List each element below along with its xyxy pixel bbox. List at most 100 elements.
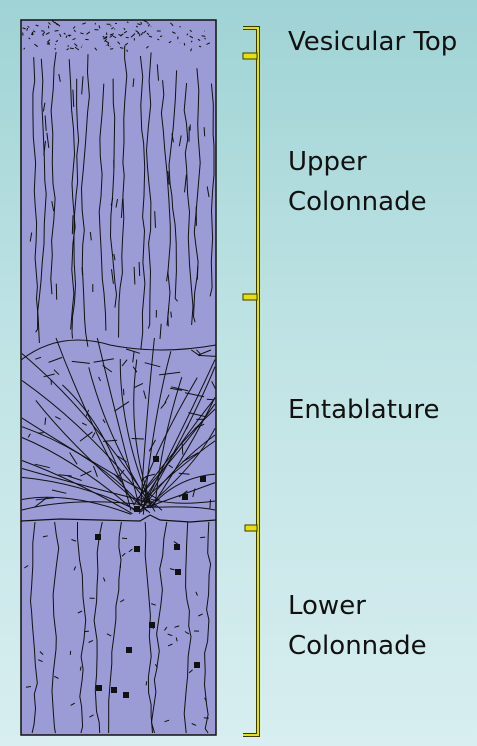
upper-fracture <box>35 58 47 333</box>
upper-fracture <box>109 78 118 308</box>
upper-fracture-short <box>58 73 61 82</box>
entablature-fracture-short <box>93 465 98 477</box>
entablature-fracture <box>155 377 183 499</box>
entablature-fracture-short <box>113 473 122 483</box>
entablature-fracture-short <box>58 474 72 477</box>
upper-fracture-short <box>115 199 118 208</box>
vesicular-mark <box>27 25 30 28</box>
entablature-fracture <box>140 440 216 504</box>
lower-fracture-short <box>175 637 178 642</box>
vesicular-mark <box>72 26 76 29</box>
upper-fracture <box>80 54 90 347</box>
entablature-fracture-short <box>37 432 44 434</box>
vesicle-square <box>153 456 159 462</box>
entablature-fracture <box>21 460 133 515</box>
entablature-fracture-short <box>121 359 128 367</box>
upper-fracture-short <box>206 186 210 198</box>
lower-fracture-short <box>154 663 158 669</box>
label-upper-colonnade: Upper Colonnade <box>288 142 427 222</box>
lower-fracture-short <box>164 626 168 631</box>
upper-fracture <box>71 78 80 339</box>
entablature-fracture-short <box>53 369 60 376</box>
vesicular-mark <box>51 19 56 24</box>
vesicle-square <box>111 687 117 693</box>
vesicle-square <box>149 622 155 628</box>
lower-fracture-short <box>145 681 148 686</box>
upper-fracture-short <box>170 311 172 318</box>
entablature-fracture-short <box>117 469 125 479</box>
vesicular-mark <box>72 37 76 41</box>
upper-fracture-short <box>156 64 159 81</box>
lower-fracture-short <box>79 666 82 671</box>
lower-fracture-short <box>191 723 197 726</box>
vesicle-markers <box>95 456 206 698</box>
label-upper-line1: Upper <box>288 147 367 177</box>
upper-fracture-short <box>203 127 206 137</box>
entablature-fracture-short <box>125 348 141 354</box>
vesicular-mark <box>86 31 91 35</box>
upper-fracture-short <box>110 198 114 206</box>
vesicle-square <box>175 569 181 575</box>
lower-fracture-short <box>70 702 76 706</box>
vesicular-mark <box>198 45 202 48</box>
vesicular-mark <box>190 48 192 52</box>
vesicular-mark <box>107 43 109 47</box>
vesicular-mark <box>32 30 36 33</box>
vesicular-mark <box>73 29 76 33</box>
entablature-fracture-short <box>206 398 214 401</box>
vesicular-mark <box>112 35 117 39</box>
entablature-fracture-short <box>164 394 170 403</box>
vesicular-mark <box>55 39 59 43</box>
entablature-fracture-short <box>91 432 96 438</box>
entablature-fracture-short <box>211 381 216 389</box>
vesicle-square <box>126 647 132 653</box>
entablature-fracture-short <box>192 488 196 498</box>
lower-fracture <box>144 521 153 734</box>
entablature-lower-contact <box>20 514 217 523</box>
lower-fracture-short <box>37 659 43 663</box>
entablature-fracture-short <box>43 373 55 378</box>
vesicular-mark <box>22 27 26 30</box>
entablature-fracture-short <box>35 356 42 360</box>
entablature-fracture-short <box>148 439 156 452</box>
entablature-fracture-short <box>27 433 31 438</box>
entablature-fracture <box>151 397 216 508</box>
vesicular-mark <box>124 42 129 46</box>
vesicular-mark <box>159 35 163 38</box>
entablature-fracture <box>21 496 132 515</box>
upper-fracture <box>168 70 178 302</box>
vesicular-mark <box>48 22 51 25</box>
entablature-fracture <box>150 498 216 504</box>
label-vesicular-top: Vesicular Top <box>288 22 457 62</box>
vesicular-mark <box>206 42 211 45</box>
entablature-fracture <box>140 337 155 502</box>
upper-fracture <box>145 52 152 329</box>
lower-fracture-short <box>164 719 170 723</box>
upper-fracture-short <box>111 269 114 284</box>
entablature-fracture-short <box>133 382 144 389</box>
upper-fracture <box>98 83 107 331</box>
upper-fracture <box>68 59 76 330</box>
vesicular-mark <box>197 38 201 41</box>
label-lower-colonnade: Lower Colonnade <box>288 586 427 666</box>
lower-fracture-short <box>119 599 125 603</box>
entablature-fracture-short <box>103 439 118 442</box>
entablature-fracture-short <box>67 475 82 481</box>
lower-fracture-short <box>73 566 77 571</box>
vesicular-mark <box>148 35 153 38</box>
entablature-fracture-short <box>190 349 201 357</box>
upper-fracture <box>32 57 40 344</box>
vesicular-mark <box>65 35 68 38</box>
entablature-fracture <box>21 380 145 500</box>
lower-fracture-short <box>102 577 106 582</box>
vesicular-mark <box>143 19 148 23</box>
vesicular-mark <box>104 38 107 42</box>
lower-fracture <box>108 521 122 734</box>
lower-fracture-short <box>71 539 77 542</box>
scale-bracket-line <box>243 26 260 737</box>
entablature-fracture-short <box>114 401 130 412</box>
lower-fracture <box>29 521 38 734</box>
entablature-fracture <box>62 384 132 511</box>
entablature-fracture-short <box>81 422 87 426</box>
